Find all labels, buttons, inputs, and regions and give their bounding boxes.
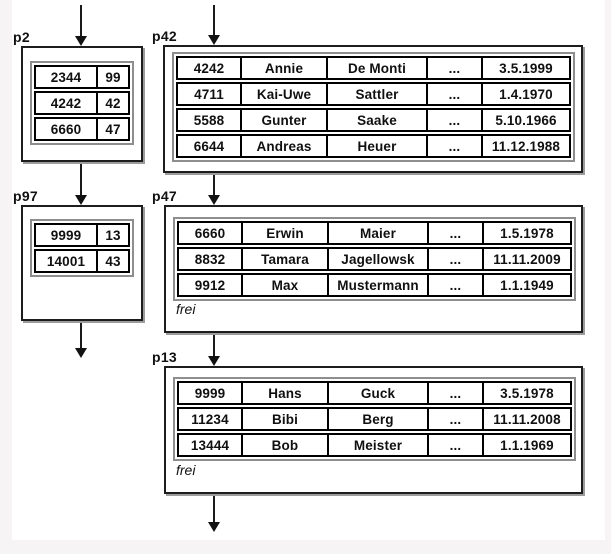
firstname-cell: Max (241, 275, 327, 295)
lastname-cell: Heuer (326, 136, 426, 156)
ellipsis-cell: ... (427, 409, 482, 429)
lastname-cell: Maier (327, 223, 427, 243)
free-space-label: frei (176, 462, 196, 478)
firstname-cell: Bibi (241, 409, 327, 429)
table-row: 11234 Bibi Berg ... 11.11.2008 (177, 407, 572, 431)
table-row: 14001 43 (34, 249, 130, 273)
page-box-p42: 4242 Annie De Monti ... 3.5.1999 4711 Ka… (163, 45, 583, 173)
lastname-cell: Meister (327, 435, 427, 455)
page-ref-cell: 43 (96, 251, 128, 271)
page-ref-cell: 99 (96, 67, 128, 87)
firstname-cell: Hans (241, 383, 327, 403)
ellipsis-cell: ... (427, 435, 482, 455)
id-cell: 9999 (194, 385, 226, 401)
table-row: 6660 47 (34, 117, 130, 141)
id-cell: 6660 (194, 225, 226, 241)
date-cell: 1.4.1970 (481, 84, 569, 104)
arrow-p2-to-p97-icon (75, 161, 87, 205)
id-cell: 4711 (194, 86, 224, 102)
page-box-p47: 6660 Erwin Maier ... 1.5.1978 8832 Tamar… (164, 205, 583, 333)
ellipsis-cell: ... (426, 84, 481, 104)
lastname-cell: Sattler (326, 84, 426, 104)
ellipsis-cell: ... (427, 275, 482, 295)
table-row: 8832 Tamara Jagellowsk ... 11.11.2009 (177, 247, 572, 271)
ellipsis-cell: ... (427, 383, 482, 403)
date-cell: 1.5.1978 (482, 223, 570, 243)
firstname-cell: Tamara (241, 249, 327, 269)
page-label-p13: p13 (152, 349, 177, 365)
date-cell: 1.1.1949 (482, 275, 570, 295)
firstname-cell: Bob (241, 435, 327, 455)
arrow-p47-to-p13-icon (208, 332, 220, 366)
date-cell: 3.5.1999 (481, 58, 569, 78)
key-cell: 4242 (50, 95, 82, 111)
date-cell: 11.11.2008 (482, 409, 570, 429)
date-cell: 11.12.1988 (481, 136, 569, 156)
table-row: 6660 Erwin Maier ... 1.5.1978 (177, 221, 572, 245)
ellipsis-cell: ... (427, 249, 482, 269)
id-cell: 4242 (193, 60, 225, 76)
table-row: 9999 Hans Guck ... 3.5.1978 (177, 381, 572, 405)
page-label-p97: p97 (13, 188, 38, 204)
date-cell: 1.1.1969 (482, 435, 570, 455)
table-row: 5588 Gunter Saake ... 5.10.1966 (176, 108, 571, 132)
page-label-p42: p42 (152, 28, 177, 44)
lastname-cell: Berg (327, 409, 427, 429)
table-row: 4242 42 (34, 91, 130, 115)
key-cell: 9999 (50, 227, 82, 243)
table-row: 4242 Annie De Monti ... 3.5.1999 (176, 56, 571, 80)
firstname-cell: Gunter (240, 110, 326, 130)
index-table-p2: 2344 99 4242 42 6660 47 (30, 61, 134, 145)
id-cell: 11234 (191, 411, 229, 427)
lastname-cell: Mustermann (327, 275, 427, 295)
date-cell: 3.5.1978 (482, 383, 570, 403)
page-label-p47: p47 (152, 188, 177, 204)
page-ref-cell: 13 (96, 225, 128, 245)
lastname-cell: Saake (326, 110, 426, 130)
table-row: 9999 13 (34, 223, 130, 247)
arrow-out-of-p97-icon (75, 320, 87, 358)
id-cell: 8832 (194, 251, 226, 267)
page-box-p97: 9999 13 14001 43 (21, 205, 143, 321)
index-table-p97: 9999 13 14001 43 (30, 219, 134, 277)
arrow-p42-to-p47-icon (208, 172, 220, 205)
arrow-down-into-p2-icon (75, 5, 87, 46)
arrow-down-into-p42-icon (208, 5, 220, 45)
key-cell: 2344 (50, 69, 82, 85)
key-cell: 6660 (50, 121, 82, 137)
id-cell: 13444 (190, 437, 230, 453)
page-ref-cell: 42 (96, 93, 128, 113)
date-cell: 5.10.1966 (481, 110, 569, 130)
firstname-cell: Kai-Uwe (240, 84, 326, 104)
table-row: 13444 Bob Meister ... 1.1.1969 (177, 433, 572, 457)
page-label-p2: p2 (13, 29, 30, 45)
firstname-cell: Annie (240, 58, 326, 78)
table-row: 9912 Max Mustermann ... 1.1.1949 (177, 273, 572, 297)
id-cell: 9912 (194, 277, 226, 293)
record-table-p13: 9999 Hans Guck ... 3.5.1978 11234 Bibi B… (173, 377, 576, 461)
ellipsis-cell: ... (426, 136, 481, 156)
ellipsis-cell: ... (427, 223, 482, 243)
table-row: 6644 Andreas Heuer ... 11.12.1988 (176, 134, 571, 158)
lastname-cell: Jagellowsk (327, 249, 427, 269)
record-table-p47: 6660 Erwin Maier ... 1.5.1978 8832 Tamar… (173, 217, 576, 301)
lastname-cell: De Monti (326, 58, 426, 78)
page-box-p2: 2344 99 4242 42 6660 47 (21, 46, 143, 162)
id-cell: 5588 (193, 112, 225, 128)
key-cell: 14001 (46, 253, 86, 269)
lastname-cell: Guck (327, 383, 427, 403)
page-ref-cell: 47 (96, 119, 128, 139)
page-box-p13: 9999 Hans Guck ... 3.5.1978 11234 Bibi B… (164, 366, 583, 494)
firstname-cell: Andreas (240, 136, 326, 156)
arrow-out-of-p13-icon (208, 493, 220, 532)
table-row: 4711 Kai-Uwe Sattler ... 1.4.1970 (176, 82, 571, 106)
free-space-label: frei (176, 301, 196, 317)
table-row: 2344 99 (34, 65, 130, 89)
record-table-p42: 4242 Annie De Monti ... 3.5.1999 4711 Ka… (172, 52, 575, 162)
ellipsis-cell: ... (426, 110, 481, 130)
ellipsis-cell: ... (426, 58, 481, 78)
id-cell: 6644 (193, 138, 225, 154)
firstname-cell: Erwin (241, 223, 327, 243)
date-cell: 11.11.2009 (482, 249, 570, 269)
